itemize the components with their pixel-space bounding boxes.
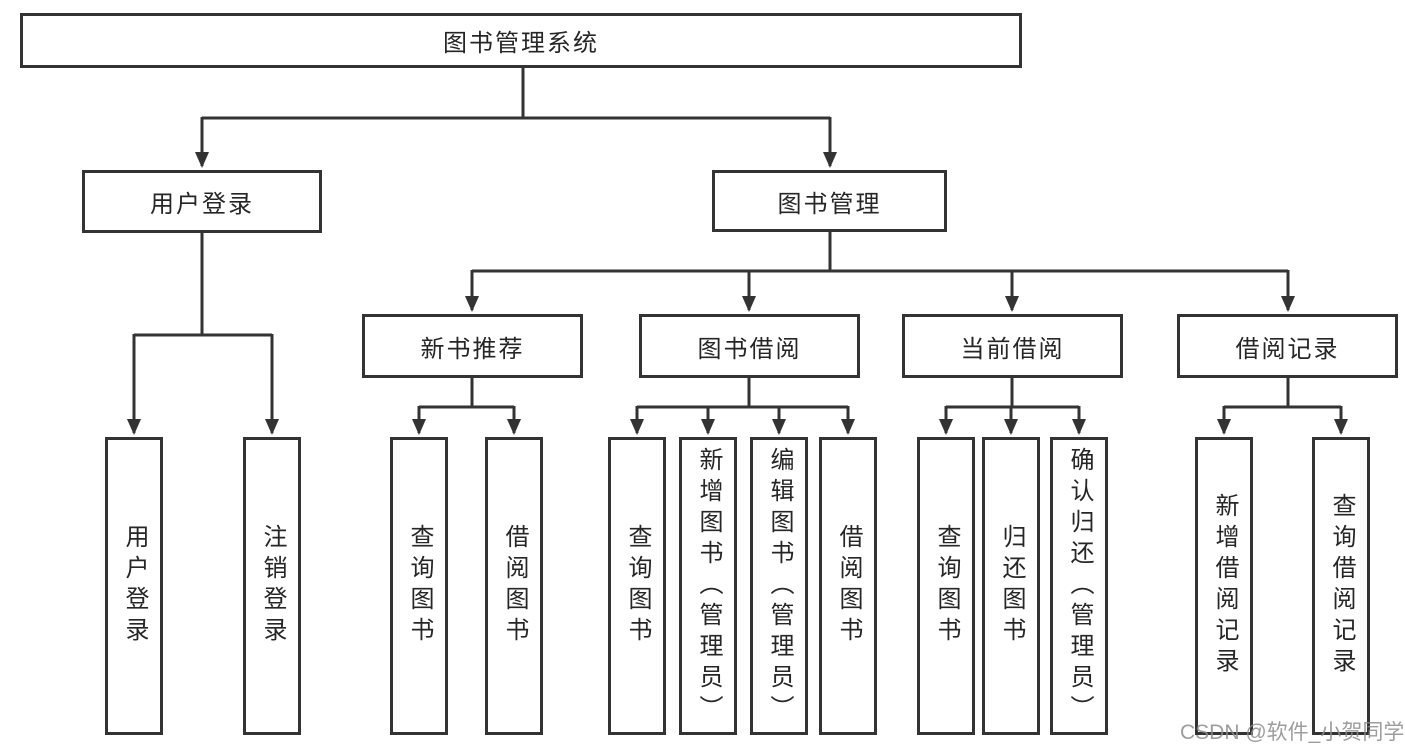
leaf-current-query-books-label: 查询图书: [933, 524, 960, 648]
leaf-edit-books-admin: 编辑图书（管理员）: [750, 437, 808, 735]
leaf-query-borrow-record-label: 查询借阅记录: [1328, 493, 1355, 679]
leaf-add-borrow-record-label: 新增借阅记录: [1211, 493, 1238, 679]
connector-borrow-records-children: [1217, 378, 1348, 435]
connector-user-login-children: [127, 233, 279, 435]
node-user-login: 用户登录: [82, 170, 322, 233]
node-root-label: 图书管理系统: [443, 30, 599, 57]
leaf-recommend-query-books-label: 查询图书: [406, 524, 433, 648]
leaf-logout-label: 注销登录: [259, 524, 286, 648]
leaf-confirm-return-admin-label: 确认归还（管理员）: [1066, 446, 1093, 726]
leaf-add-books-admin-label: 新增图书（管理员）: [695, 446, 722, 726]
connector-book-borrow-children: [630, 378, 855, 435]
node-new-book-recommend-label: 新书推荐: [420, 335, 525, 363]
leaf-borrow-books-label: 借阅图书: [835, 524, 862, 648]
node-user-login-label: 用户登录: [150, 191, 254, 218]
leaf-borrow-query-books: 查询图书: [608, 437, 666, 735]
node-new-book-recommend: 新书推荐: [362, 314, 583, 378]
leaf-add-books-admin: 新增图书（管理员）: [679, 437, 737, 735]
leaf-recommend-borrow-books: 借阅图书: [485, 437, 543, 735]
leaf-recommend-query-books: 查询图书: [390, 437, 448, 735]
node-root: 图书管理系统: [20, 13, 1022, 68]
node-book-borrow-label: 图书借阅: [697, 335, 802, 363]
leaf-recommend-borrow-books-label: 借阅图书: [501, 524, 528, 648]
leaf-query-borrow-record: 查询借阅记录: [1312, 437, 1370, 735]
leaf-user-login-label: 用户登录: [121, 524, 148, 648]
node-current-borrow-label: 当前借阅: [960, 335, 1065, 363]
leaf-add-borrow-record: 新增借阅记录: [1195, 437, 1253, 735]
leaf-edit-books-admin-label: 编辑图书（管理员）: [766, 446, 793, 726]
connector-book-management-children: [465, 232, 1295, 312]
node-book-management: 图书管理: [712, 170, 947, 232]
node-borrow-records: 借阅记录: [1177, 314, 1398, 378]
node-current-borrow: 当前借阅: [902, 314, 1123, 378]
connector-root-to-level2: [195, 68, 837, 168]
node-borrow-records-label: 借阅记录: [1235, 335, 1340, 363]
leaf-return-books-label: 归还图书: [998, 524, 1025, 648]
leaf-borrow-query-books-label: 查询图书: [624, 524, 651, 648]
leaf-user-login: 用户登录: [105, 437, 163, 735]
leaf-return-books: 归还图书: [982, 437, 1040, 735]
leaf-borrow-books: 借阅图书: [819, 437, 877, 735]
leaf-logout: 注销登录: [243, 437, 301, 735]
connector-current-borrow-children: [939, 378, 1086, 435]
connector-new-book-recommend-children: [412, 378, 521, 435]
watermark: CSDN @软件_小贺同学: [1180, 721, 1405, 744]
node-book-management-label: 图书管理: [777, 190, 882, 218]
leaf-current-query-books: 查询图书: [917, 437, 975, 735]
node-book-borrow: 图书借阅: [639, 314, 860, 378]
leaf-confirm-return-admin: 确认归还（管理员）: [1050, 437, 1108, 735]
